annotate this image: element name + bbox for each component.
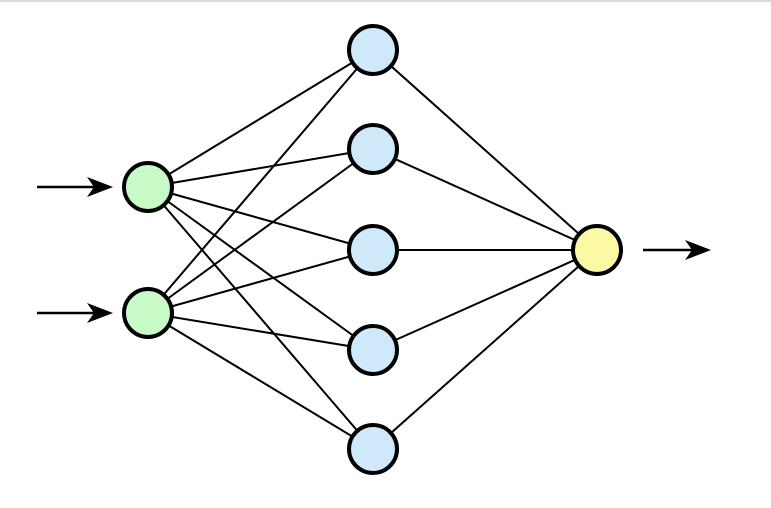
window-top-border (0, 0, 771, 2)
edge-hidden-1-output-1 (372, 49, 598, 251)
input-arrow-2-head-icon (87, 303, 113, 323)
edge-hidden-4-output-1 (372, 249, 598, 351)
input-arrow-1-head-icon (87, 177, 113, 197)
input-node-input-2 (122, 287, 174, 339)
edge-input-2-hidden-1 (147, 49, 374, 314)
edge-input-2-hidden-4 (147, 312, 374, 351)
input-node-input-1 (122, 161, 174, 213)
hidden-node-hidden-1 (347, 24, 399, 76)
edge-input-1-hidden-4 (147, 186, 374, 351)
output-arrow-head-icon (685, 240, 711, 260)
edge-input-1-hidden-1 (147, 49, 374, 188)
edge-input-1-hidden-2 (147, 148, 374, 188)
edge-hidden-5-output-1 (372, 249, 598, 450)
edge-input-2-hidden-5 (147, 312, 374, 450)
edge-input-2-hidden-2 (147, 148, 374, 314)
edge-input-1-hidden-5 (147, 186, 374, 450)
hidden-node-hidden-5 (347, 423, 399, 475)
edge-hidden-2-output-1 (372, 148, 598, 251)
edge-input-1-hidden-3 (147, 186, 374, 251)
output-node-output-1 (571, 224, 623, 276)
hidden-node-hidden-3 (347, 224, 399, 276)
hidden-node-hidden-4 (347, 324, 399, 376)
hidden-node-hidden-2 (347, 123, 399, 175)
edge-input-2-hidden-3 (147, 249, 374, 314)
